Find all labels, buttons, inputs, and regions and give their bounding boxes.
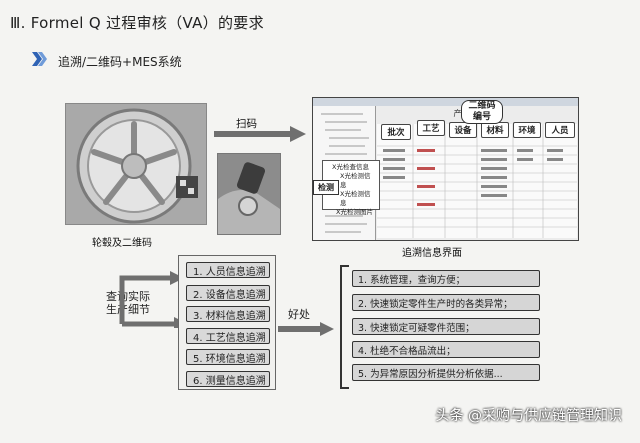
page-title: Ⅲ. Formel Q 过程审核（VA）的要求: [10, 14, 264, 32]
column-material: 材料: [481, 122, 509, 138]
trace-caption: 追溯信息界面: [402, 248, 462, 259]
watermark: 头条 @采购与供应链管理知识: [435, 408, 622, 424]
trace-data-grid: [377, 124, 577, 238]
scan-arrow-icon: [214, 126, 306, 142]
popup-item: X光检测信息: [340, 190, 371, 207]
wheel-caption: 轮毂及二维码: [92, 238, 152, 249]
benefit-item: 1. 系统管理，查询方便；: [352, 270, 540, 287]
wheel-photo: [65, 103, 207, 225]
popup-item: X光检测图片: [336, 208, 373, 216]
double-chevron-icon: [30, 50, 48, 68]
column-process: 工艺: [417, 120, 445, 136]
benefit-label: 好处: [288, 308, 310, 321]
column-equipment: 设备: [449, 122, 477, 138]
trace-item: 1. 人员信息追溯: [186, 262, 270, 278]
benefit-item: 2. 快速锁定零件生产时的各类异常；: [352, 294, 540, 311]
popup-item: X光检查信息: [332, 163, 369, 171]
qr-code-callout: 二维码 编号: [461, 100, 503, 124]
screen-header-bar: [313, 98, 578, 106]
detect-button: 检测: [313, 180, 339, 195]
popup-item: X光检测信息: [340, 172, 371, 189]
trace-item: 2. 设备信息追溯: [186, 285, 270, 301]
trace-item: 4. 工艺信息追溯: [186, 328, 270, 344]
query-label: 查询实际 生产细节: [106, 290, 150, 316]
benefit-arrow-icon: [278, 322, 334, 336]
column-environment: 环境: [513, 122, 541, 138]
column-personnel: 人员: [545, 122, 575, 138]
benefit-item: 5. 为异常原因分析提供分析依据...: [352, 364, 540, 381]
trace-item: 5. 环境信息追溯: [186, 349, 270, 365]
trace-item: 6. 测量信息追溯: [186, 371, 270, 387]
benefit-item: 4. 杜绝不合格品流出；: [352, 341, 540, 358]
scanner-photo: [217, 153, 281, 235]
trace-item: 3. 材料信息追溯: [186, 306, 270, 322]
section-subtitle: 追溯/二维码+MES系统: [58, 55, 182, 69]
benefit-item: 3. 快速锁定可疑零件范围；: [352, 318, 540, 335]
column-batch: 批次: [381, 124, 411, 140]
scan-label: 扫码: [236, 118, 257, 130]
benefits-bracket: [338, 264, 350, 390]
